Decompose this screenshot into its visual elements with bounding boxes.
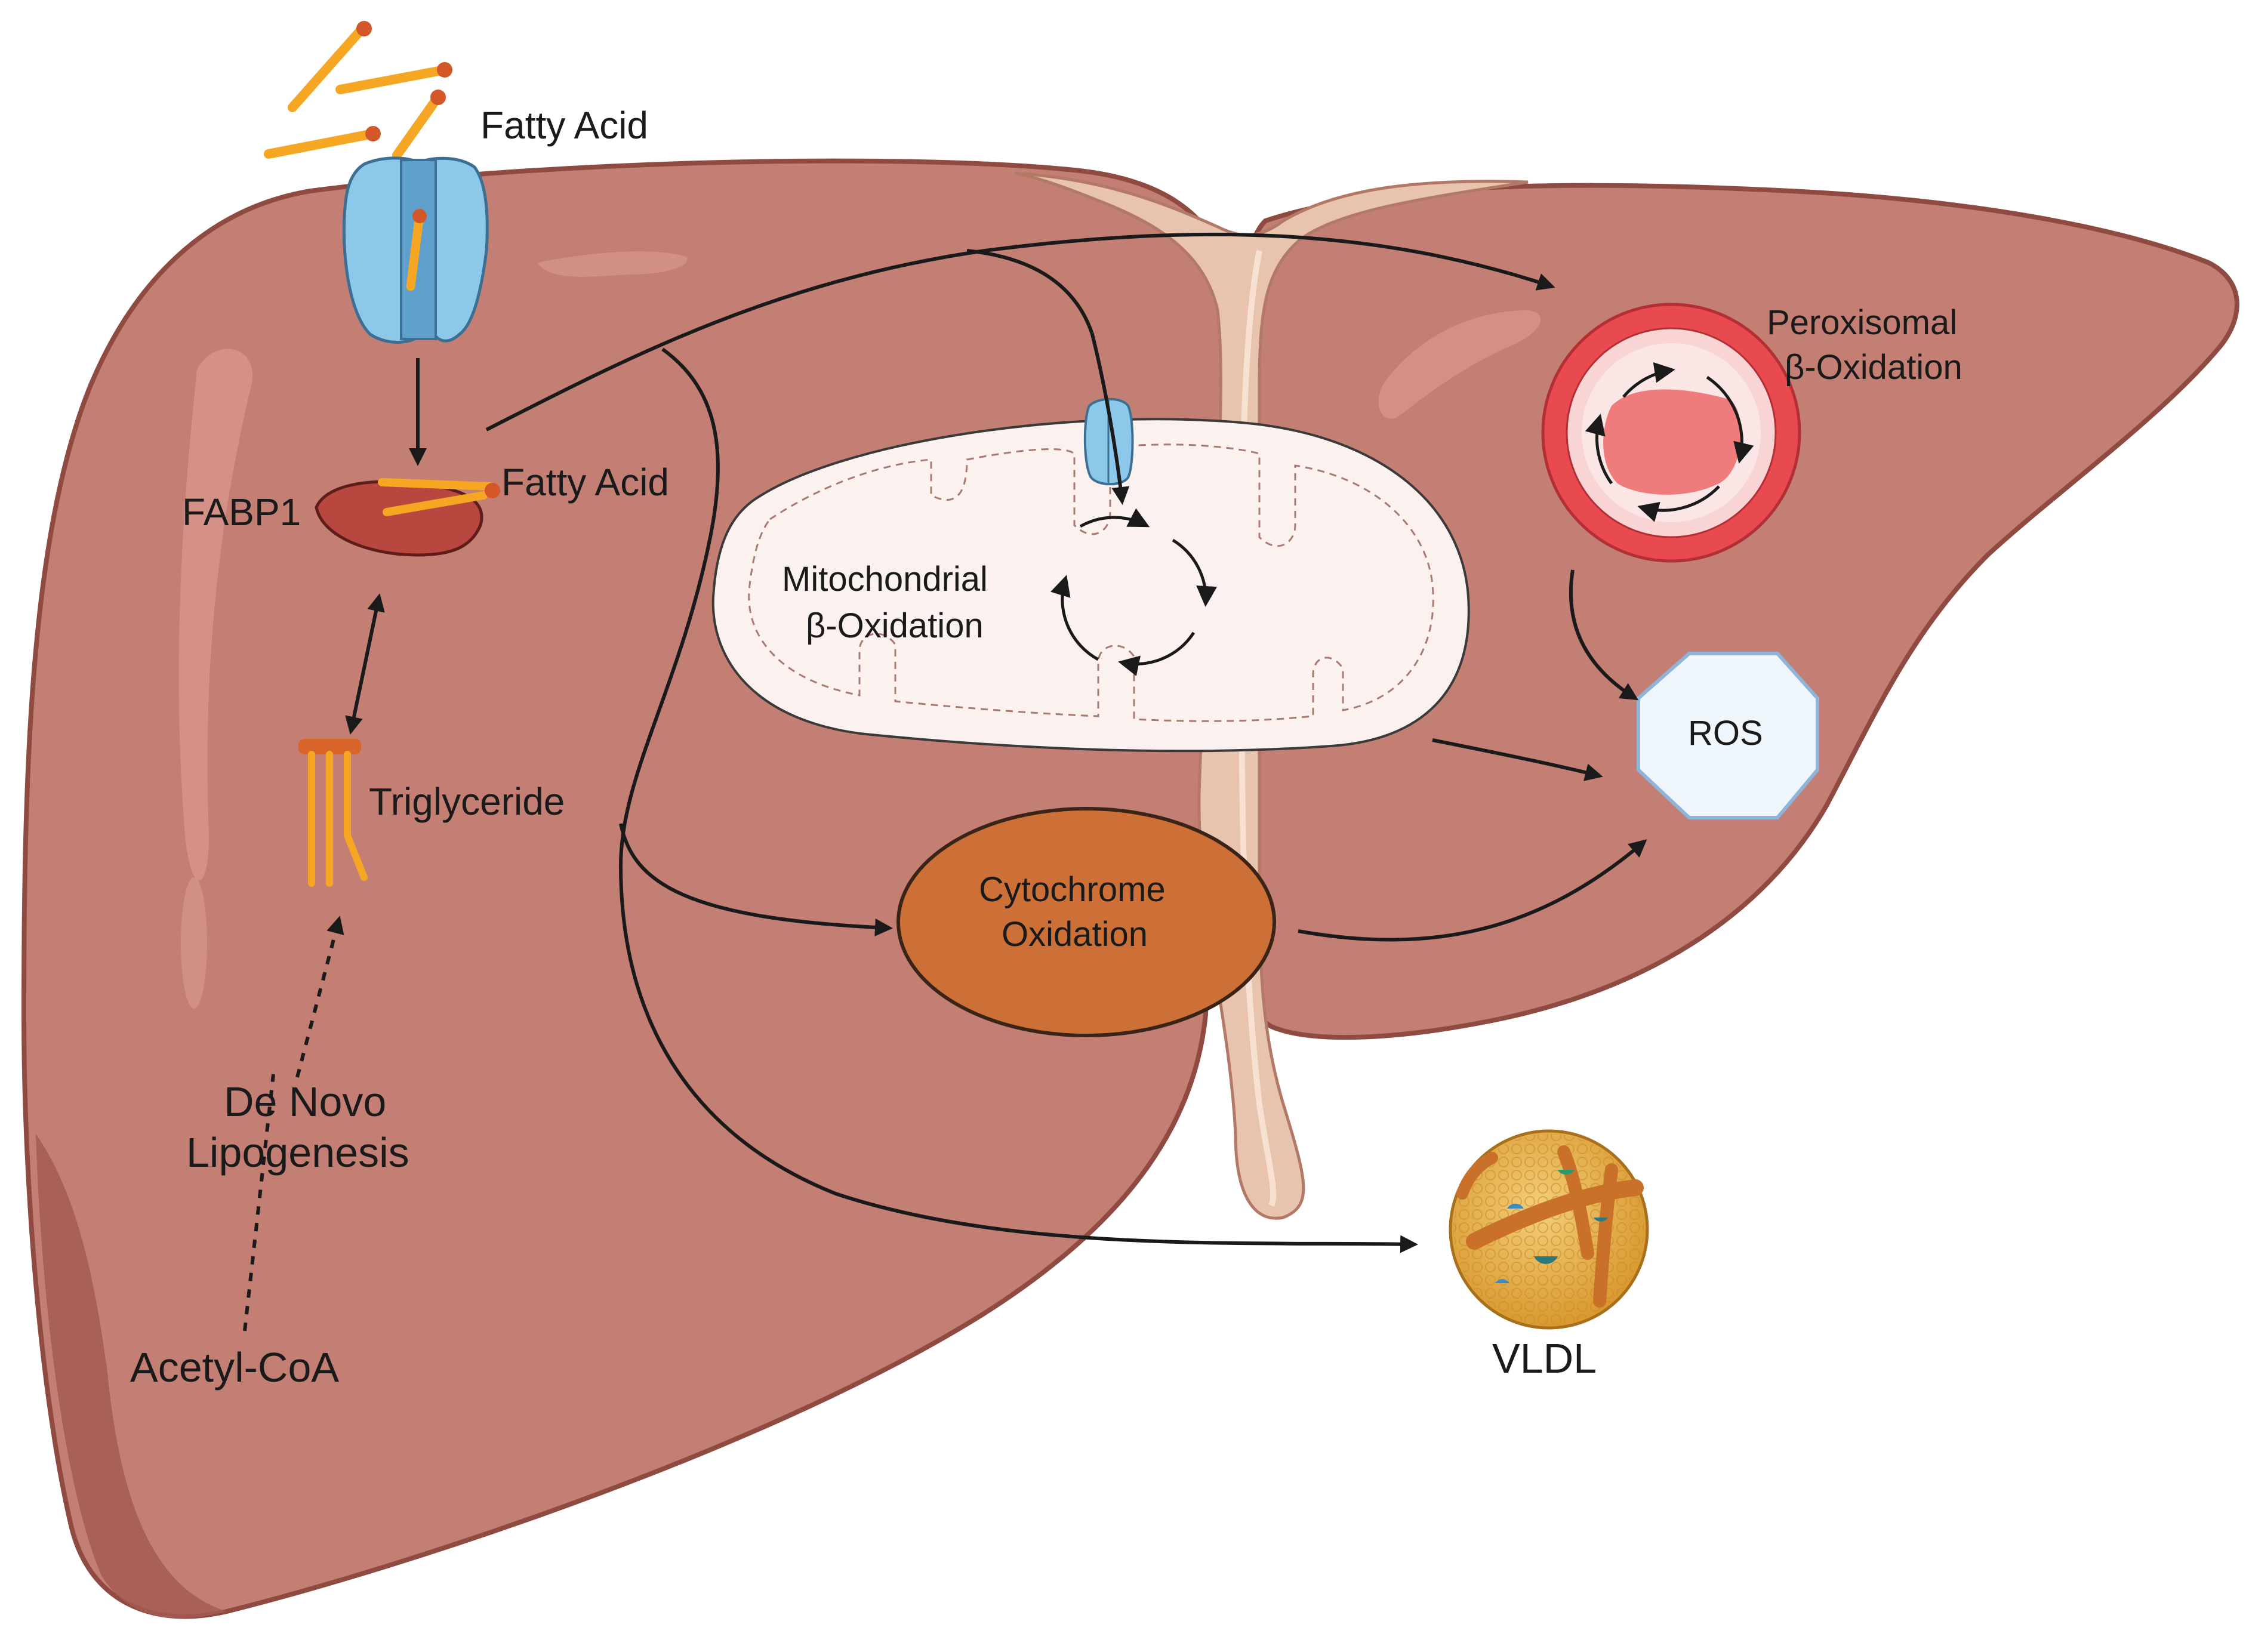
mitochondrial-cycle-icon <box>1050 508 1218 676</box>
arrow-fa-to-mitochondrion <box>966 249 1130 505</box>
liver-left-lobe-shadow <box>36 1134 227 1619</box>
label-ros: ROS <box>1688 714 1763 753</box>
liver-right-lobe-highlight <box>1378 310 1541 419</box>
arrow-fa-to-vldl <box>618 347 1418 1253</box>
label-mito-line1: Mitochondrial <box>782 560 988 599</box>
arrow-de-novo-lipogenesis <box>243 919 339 1332</box>
label-mito-line2: β-Oxidation <box>806 606 984 645</box>
label-acetyl-coa: Acetyl-CoA <box>130 1344 339 1391</box>
label-perox-line2: β-Oxidation <box>1785 348 1962 387</box>
vldl-particle-icon <box>1449 1129 1649 1330</box>
fatty-acid-icon <box>264 21 452 160</box>
arrow-fabp1-triglyceride <box>345 593 385 735</box>
label-perox-line1: Peroxisomal <box>1767 303 1957 342</box>
falciform-ligament-line <box>1238 250 1277 1207</box>
liver-left-lobe-highlight <box>178 349 253 880</box>
arrow-fa-to-cytochrome <box>619 823 893 936</box>
triglyceride-icon <box>298 739 368 887</box>
label-fabp1: FABP1 <box>182 491 301 534</box>
arrow-mito-to-ros <box>1432 738 1603 781</box>
liver-left-lobe-highlight-3 <box>181 877 207 1009</box>
label-lipogenesis: Lipogenesis <box>186 1129 409 1176</box>
membrane-channel-icon <box>342 156 489 344</box>
cytochrome-oxidation-icon <box>896 807 1276 1037</box>
label-fatty-acid-top: Fatty Acid <box>480 104 648 147</box>
arrow-fa-to-peroxisome <box>485 232 1555 432</box>
label-cyto-line2: Oxidation <box>1002 915 1148 954</box>
label-fatty-acid-bound: Fatty Acid <box>501 461 669 504</box>
arrow-cytochrome-to-ros <box>1298 839 1647 942</box>
liver-left-lobe-highlight-2 <box>537 251 688 277</box>
label-cyto-line1: Cytochrome <box>979 870 1166 909</box>
arrow-peroxisome-to-ros <box>1569 569 1639 701</box>
fabp1-protein-icon <box>315 478 500 557</box>
label-vldl: VLDL <box>1492 1335 1597 1382</box>
label-triglyceride: Triglyceride <box>369 780 565 823</box>
ros-octagon-icon <box>1637 652 1819 819</box>
peroxisome-icon <box>1541 303 1801 563</box>
label-de-novo: De Novo <box>224 1078 386 1125</box>
